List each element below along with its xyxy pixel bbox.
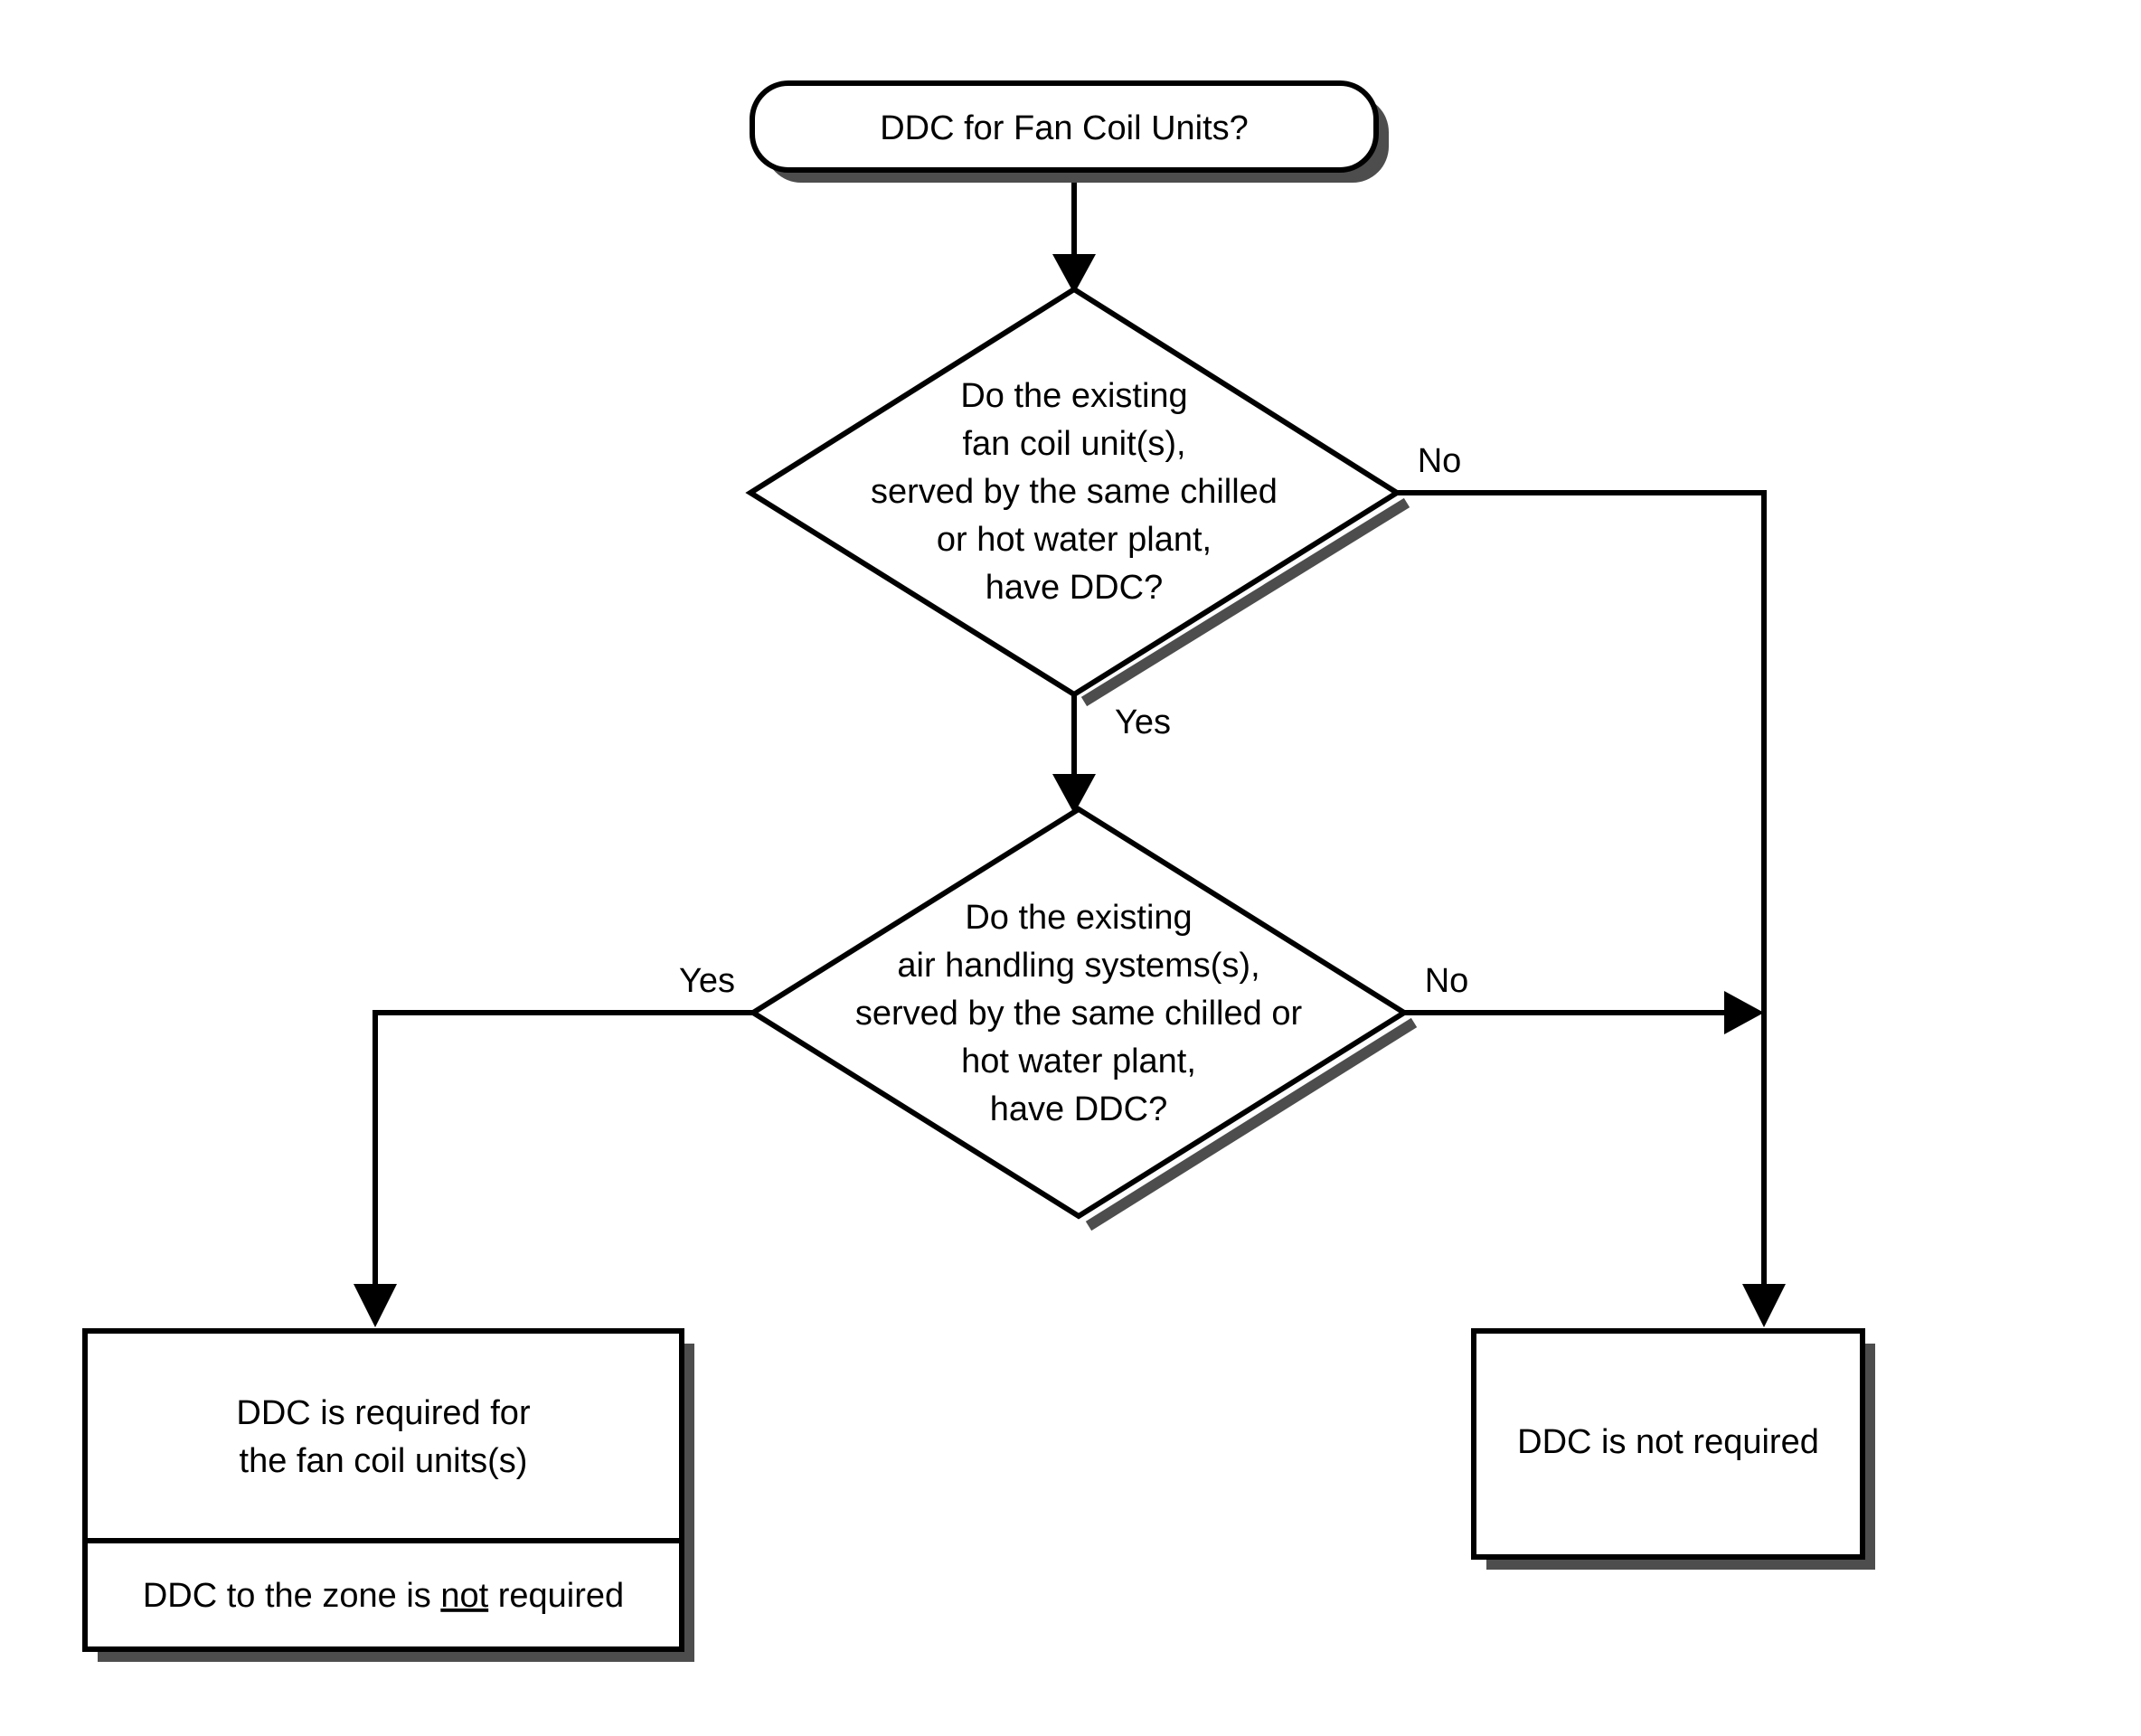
connector-decision2-yes	[354, 1010, 753, 1327]
decision2-line-1: Do the existing	[965, 899, 1192, 937]
result-required-zone-note: DDC to the zone is not required	[143, 1577, 624, 1615]
decision-node-air-handling-ddc[interactable]: Do the existing air handling systems(s),…	[748, 806, 1418, 1231]
result-box-ddc-not-required[interactable]: DDC is not required	[1471, 1328, 1875, 1570]
start-node[interactable]: DDC for Fan Coil Units?	[750, 80, 1389, 183]
zone-note-prefix: DDC to the zone is	[143, 1577, 440, 1615]
edge-label-decision2-no: No	[1425, 962, 1469, 1000]
result-required-line-1: DDC is required for	[236, 1394, 531, 1432]
result-not-required-body	[1471, 1328, 1865, 1560]
decision1-line-5: have DDC?	[986, 569, 1163, 607]
start-node-body	[750, 80, 1379, 173]
start-node-label: DDC for Fan Coil Units?	[880, 109, 1249, 147]
decision2-line-4: hot water plant,	[961, 1043, 1196, 1080]
connector-decision1-yes	[1052, 694, 1096, 814]
decision1-line-1: Do the existing	[960, 377, 1187, 415]
result-required-body	[82, 1328, 684, 1652]
result-box-ddc-required[interactable]: DDC is required for the fan coil units(s…	[82, 1328, 694, 1662]
decision2-body	[748, 806, 1410, 1220]
decision2-line-3: served by the same chilled or	[855, 995, 1303, 1033]
decision1-body	[745, 286, 1402, 698]
result-not-required-label: DDC is not required	[1517, 1423, 1819, 1461]
zone-note-suffix: required	[488, 1577, 624, 1615]
decision1-line-3: served by the same chilled	[871, 473, 1278, 511]
connector-start-to-decision1	[1052, 177, 1096, 294]
connector-decision1-no	[1397, 490, 1786, 1327]
decision2-line-2: air handling systems(s),	[897, 947, 1259, 985]
edge-label-decision2-yes: Yes	[679, 962, 735, 1000]
edge-label-decision1-yes: Yes	[1115, 703, 1171, 741]
decision1-line-4: or hot water plant,	[937, 521, 1212, 559]
decision-node-fan-coil-ddc[interactable]: Do the existing fan coil unit(s), served…	[745, 286, 1410, 707]
edge-label-decision1-no: No	[1418, 442, 1462, 480]
result-required-line-2: the fan coil units(s)	[240, 1442, 528, 1480]
connector-decision2-no	[1404, 991, 1764, 1034]
zone-note-emphasis: not	[440, 1577, 488, 1615]
decision2-line-5: have DDC?	[990, 1090, 1167, 1128]
decision2-shadow	[1085, 1017, 1418, 1231]
decision1-line-2: fan coil unit(s),	[962, 425, 1185, 463]
decision1-shadow	[1080, 497, 1410, 707]
